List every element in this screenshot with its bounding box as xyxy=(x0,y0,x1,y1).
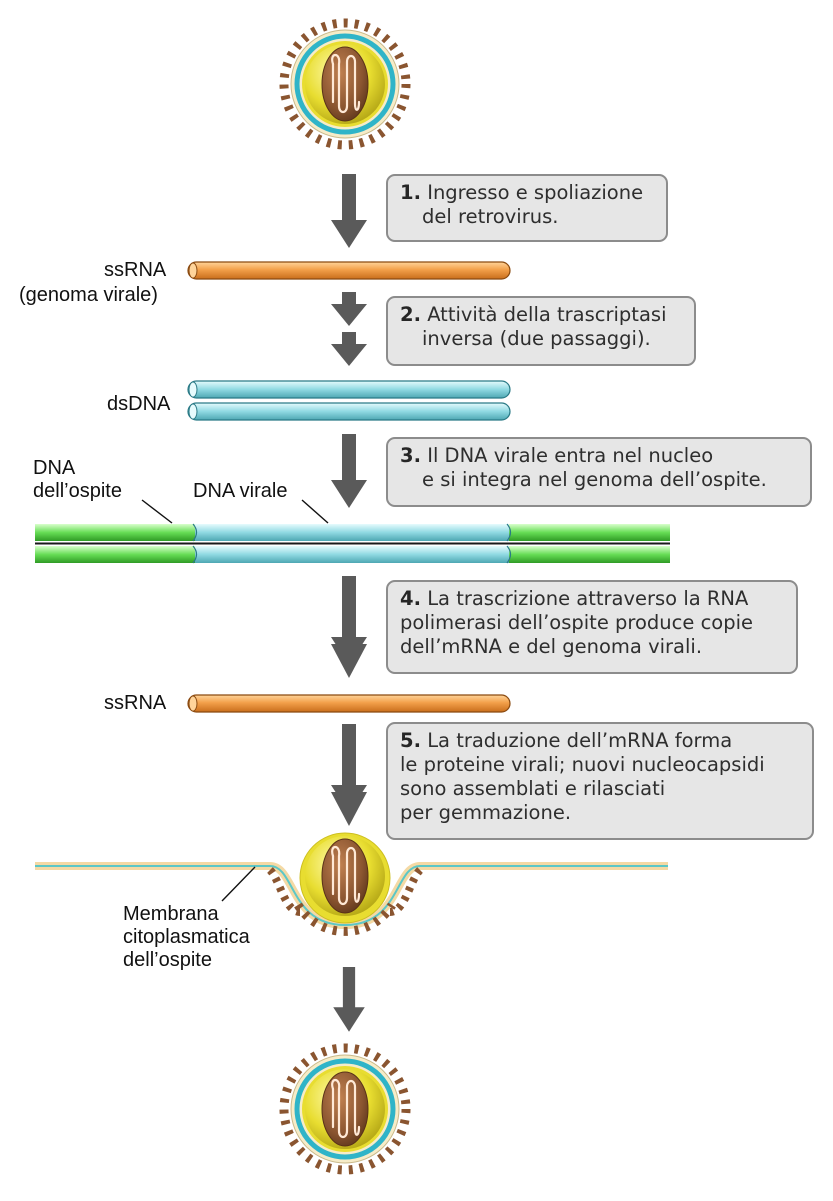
step-5-number: 5. xyxy=(400,729,421,752)
step-3-box: 3. Il DNA virale entra nel nucleo e si i… xyxy=(386,437,812,507)
step-5-text-3: sono assemblati e rilasciati xyxy=(400,777,666,800)
arrow-final xyxy=(333,967,365,1032)
step-2-box: 2. Attività della trascriptasi inversa (… xyxy=(386,296,696,366)
step-4-line-1: 4. La trascrizione attraverso la RNA xyxy=(400,587,786,611)
integrated-host-dna xyxy=(35,523,670,564)
step-1-box: 1. Ingresso e spoliazione del retrovirus… xyxy=(386,174,668,242)
viral-dna-leader-line xyxy=(301,499,329,524)
membrane-label-line-1: Membrana xyxy=(123,903,219,925)
step-5-box: 5. La traduzione dell’mRNA forma le prot… xyxy=(386,722,814,840)
step-5-text-2: le proteine virali; nuovi nucleocapsidi xyxy=(400,753,765,776)
retrovirus-particle-top xyxy=(277,16,413,152)
step-4-box: 4. La trascrizione attraverso la RNA pol… xyxy=(386,580,798,674)
step-2-text-2: inversa (due passaggi). xyxy=(422,327,651,350)
step-1-number: 1. xyxy=(400,181,421,204)
step-5-line-2: le proteine virali; nuovi nucleocapsidi xyxy=(400,753,802,777)
step-3-number: 3. xyxy=(400,444,421,467)
host-membrane-budding xyxy=(35,862,668,936)
step-1-text-2: del retrovirus. xyxy=(422,205,559,228)
ssrna-label-top: ssRNA xyxy=(104,259,167,281)
host-dna-label-line-2: dell’ospite xyxy=(33,480,122,502)
step-1-line-2: del retrovirus. xyxy=(400,205,656,229)
step-2-text-1: Attività della trascriptasi xyxy=(427,303,667,326)
arrow-step-4-extension xyxy=(331,576,367,678)
step-3-line-1: 3. Il DNA virale entra nel nucleo xyxy=(400,444,800,468)
step-3-text-2: e si integra nel genoma dell’ospite. xyxy=(422,468,767,491)
step-1-line-1: 1. Ingresso e spoliazione xyxy=(400,181,656,205)
step-4-number: 4. xyxy=(400,587,421,610)
ssrna-label-bottom: ssRNA xyxy=(104,692,167,714)
step-4-text-1: La trascrizione attraverso la RNA xyxy=(427,587,749,610)
step-1-text-1: Ingresso e spoliazione xyxy=(427,181,644,204)
host-dna-label-line-1: DNA xyxy=(33,457,76,479)
retrovirus-particle-bottom xyxy=(277,1041,413,1177)
step-4-text-2: polimerasi dell’ospite produce copie xyxy=(400,611,754,634)
step-4-text-3: dell’mRNA e del genoma virali. xyxy=(400,635,703,658)
dsdna-label: dsDNA xyxy=(107,393,171,415)
step-5-line-1: 5. La traduzione dell’mRNA forma xyxy=(400,729,802,753)
step-2-line-1: 2. Attività della trascriptasi xyxy=(400,303,684,327)
genome-label: (genoma virale) xyxy=(19,284,158,306)
step-2-line-2: inversa (due passaggi). xyxy=(400,327,684,351)
step-5-text-4: per gemmazione. xyxy=(400,801,572,824)
ssrna-strand-top xyxy=(187,261,511,280)
step-4-line-2: polimerasi dell’ospite produce copie xyxy=(400,611,786,635)
membrane-label-line-2: citoplasmatica xyxy=(123,926,250,948)
step-3-text-1: Il DNA virale entra nel nucleo xyxy=(427,444,714,467)
membrane-leader-line xyxy=(221,866,256,902)
step-2-number: 2. xyxy=(400,303,421,326)
dsdna-double-strand xyxy=(187,380,511,421)
budding-virion xyxy=(299,832,391,924)
arrow-step-2 xyxy=(331,292,367,366)
step-5-line-3: sono assemblati e rilasciati xyxy=(400,777,802,801)
step-3-line-2: e si integra nel genoma dell’ospite. xyxy=(400,468,800,492)
host-dna-leader-line xyxy=(141,499,173,524)
arrow-step-1 xyxy=(331,174,367,248)
arrow-step-3 xyxy=(331,434,367,508)
arrow-step-5-extension xyxy=(331,724,367,826)
step-4-line-3: dell’mRNA e del genoma virali. xyxy=(400,635,786,659)
membrane-label: Membrana citoplasmatica dell’ospite xyxy=(123,903,250,972)
membrane-label-line-3: dell’ospite xyxy=(123,949,212,971)
host-dna-label: DNA dell’ospite xyxy=(33,457,122,503)
step-5-line-4: per gemmazione. xyxy=(400,801,802,825)
ssrna-strand-bottom xyxy=(187,694,511,713)
viral-dna-label: DNA virale xyxy=(193,480,288,502)
step-5-text-1: La traduzione dell’mRNA forma xyxy=(427,729,733,752)
